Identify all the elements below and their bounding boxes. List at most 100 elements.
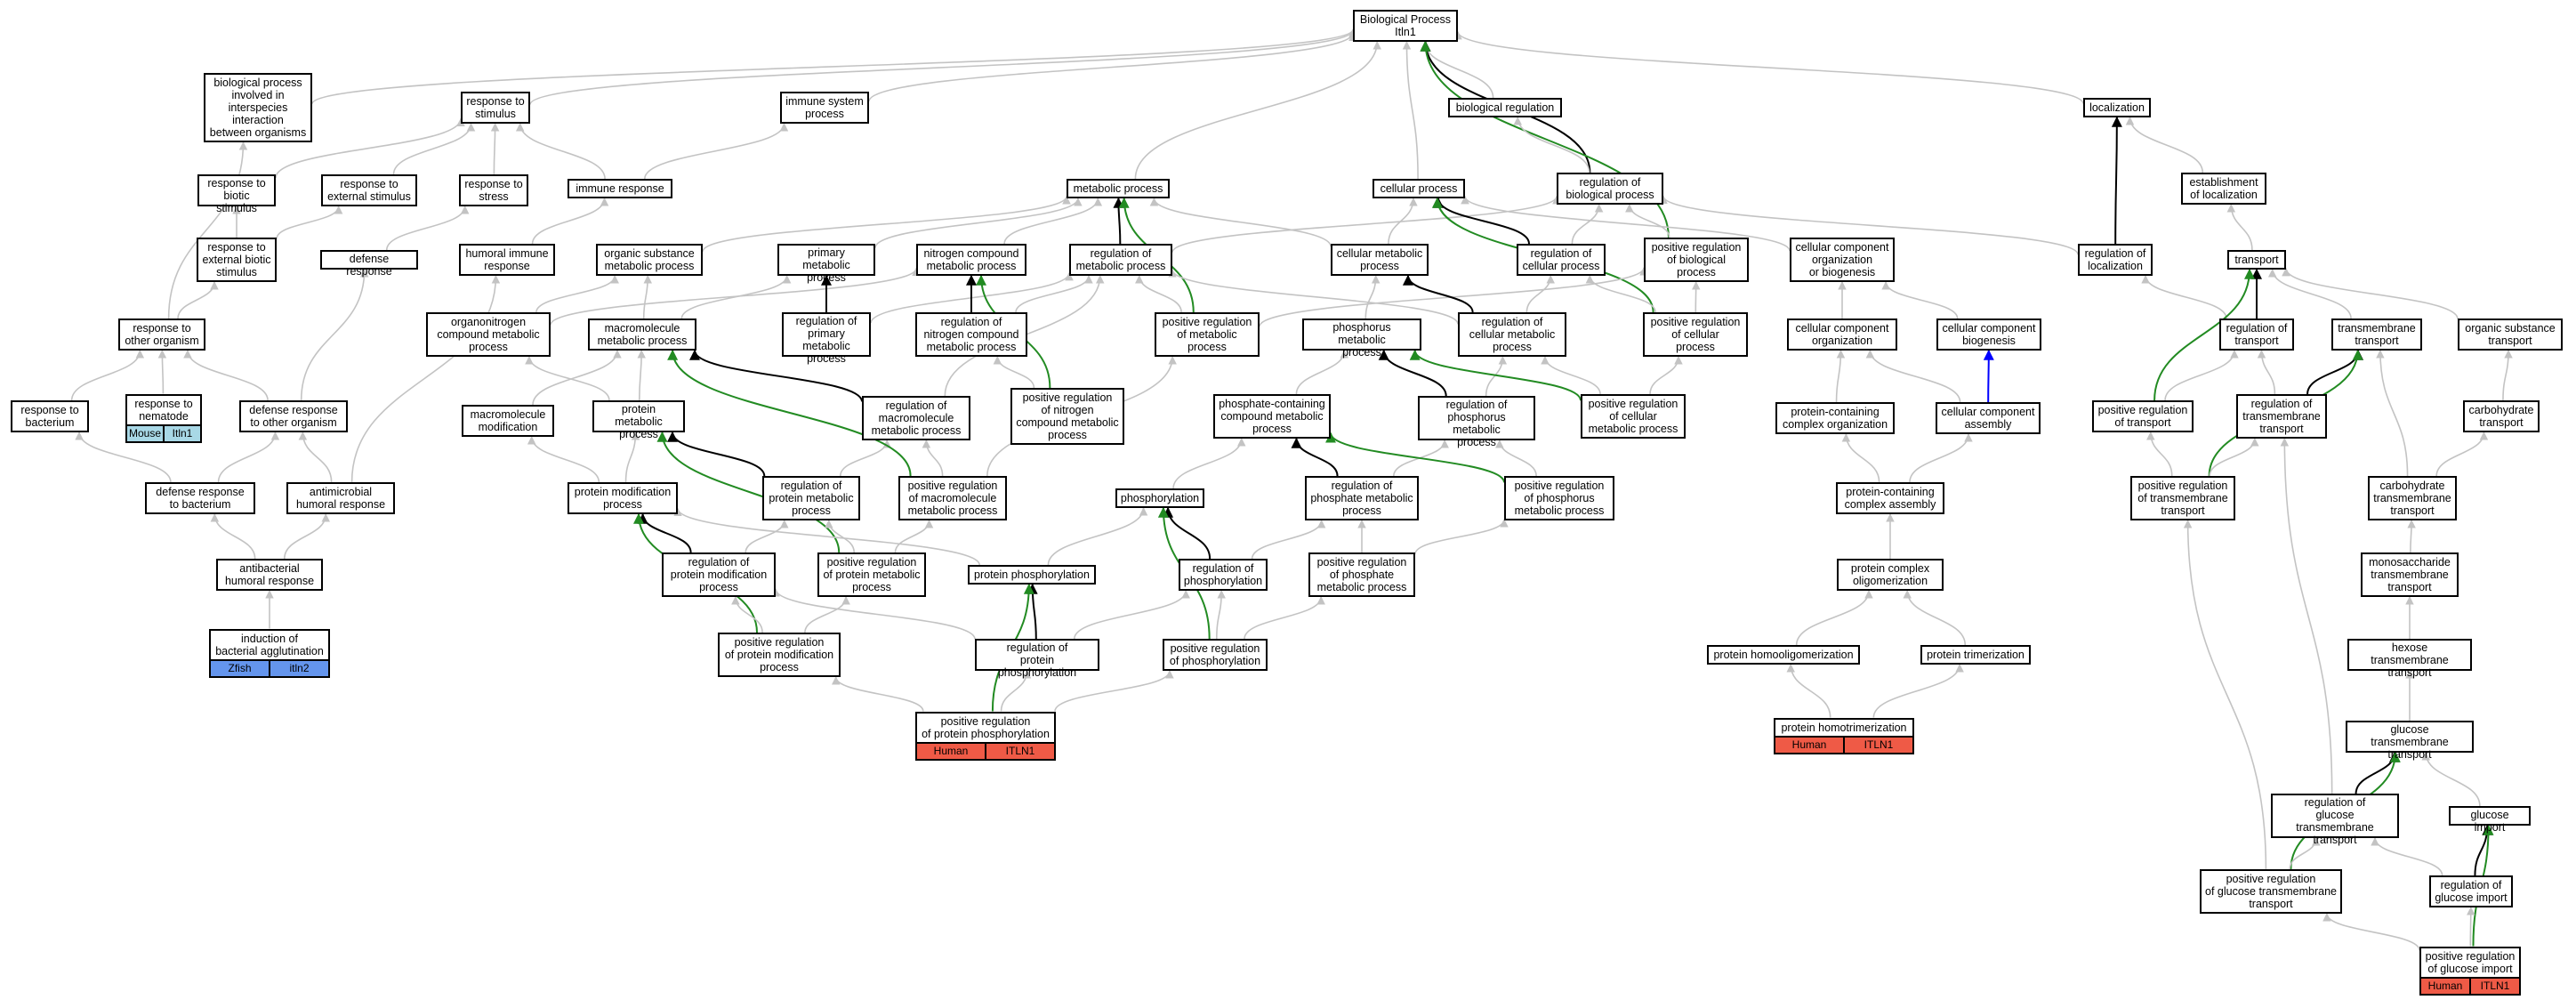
go-term-node-rbs[interactable]: response to biotic stimulus	[197, 174, 276, 214]
go-term-node-bpio[interactable]: biological process involved in interspec…	[204, 73, 312, 142]
go-term-node-chtmt[interactable]: carbohydrate transmembrane transport	[2368, 476, 2457, 520]
go-term-label: positive regulation of phosphate metabol…	[1316, 556, 1407, 593]
go-term-node-rtmt[interactable]: regulation of transmembrane transport	[2236, 394, 2327, 439]
go-term-label: cellular metabolic process	[1336, 247, 1423, 272]
go-term-node-cht[interactable]: carbohydrate transport	[2463, 400, 2540, 432]
go-term-node-mm[interactable]: macromolecule modification	[462, 405, 554, 437]
go-term-node-dr[interactable]: defense response	[320, 250, 418, 278]
go-term-node-pco[interactable]: protein complex oligomerization	[1837, 559, 1944, 591]
go-term-node-eol[interactable]: establishment of localization	[2181, 173, 2266, 205]
go-term-node-rtb[interactable]: response to bacterium	[11, 400, 89, 432]
go-term-node-rbp[interactable]: regulation of biological process	[1557, 173, 1663, 205]
go-term-node-ptrim[interactable]: protein trimerization	[1920, 645, 2031, 665]
edge-prphosmp-to-prphmp	[1414, 519, 1509, 555]
go-term-node-rebs[interactable]: response to external biotic stimulus	[197, 238, 277, 282]
go-term-node-gimp[interactable]: glucose import	[2449, 806, 2531, 834]
go-term-node-pccmp[interactable]: phosphate-containing compound metabolic …	[1213, 394, 1331, 439]
go-term-node-prgtmt[interactable]: positive regulation of glucose transmemb…	[2200, 869, 2342, 914]
go-term-node-rprotmp[interactable]: regulation of protein metabolic process	[762, 476, 860, 520]
go-term-node-phmp[interactable]: phosphorus metabolic process	[1302, 319, 1421, 359]
go-term-node-prncmp[interactable]: positive regulation of nitrogen compound…	[1010, 388, 1124, 445]
go-term-node-rphos[interactable]: regulation of phosphorylation	[1179, 559, 1268, 591]
go-term-node-hir[interactable]: humoral immune response	[459, 244, 555, 276]
go-term-node-tmt[interactable]: transmembrane transport	[2331, 319, 2422, 351]
go-term-node-prtmt[interactable]: positive regulation of transmembrane tra…	[2130, 476, 2235, 520]
go-term-label: response to external biotic stimulus	[202, 241, 271, 278]
go-term-node-hextmt[interactable]: hexose transmembrane transport	[2347, 639, 2472, 679]
go-term-node-prcmp[interactable]: positive regulation of cellular metaboli…	[1581, 394, 1686, 439]
go-term-node-cca[interactable]: cellular component assembly	[1936, 402, 2041, 434]
go-term-node-rmp[interactable]: regulation of metabolic process	[1069, 244, 1172, 276]
go-term-node-protmp[interactable]: protein metabolic process	[592, 400, 685, 440]
edge-abhr-to-amhr	[283, 513, 331, 560]
go-term-node-rgimp[interactable]: regulation of glucose import	[2429, 875, 2513, 907]
go-term-node-pmodp[interactable]: protein modification process	[568, 482, 678, 514]
go-term-node-breg[interactable]: biological regulation	[1448, 98, 1562, 117]
go-term-node-rtrans[interactable]: regulation of transport	[2219, 319, 2294, 351]
go-term-node-ccob[interactable]: cellular component organization or bioge…	[1790, 238, 1895, 282]
go-term-node-cp[interactable]: cellular process	[1373, 179, 1465, 198]
go-term-node-rloc[interactable]: regulation of localization	[2078, 244, 2153, 276]
edge-prpmodp-to-prprotmp	[804, 596, 850, 633]
go-term-node-mstmt[interactable]: monosaccharide transmembrane transport	[2361, 552, 2459, 597]
go-term-node-rphosmp[interactable]: regulation of phosphate metabolic proces…	[1305, 476, 1419, 520]
species-gene-tag: Mouse	[127, 425, 163, 441]
go-term-node-prmp[interactable]: positive regulation of metabolic process	[1155, 312, 1260, 357]
go-term-node-pcco[interactable]: protein-containing complex organization	[1775, 402, 1895, 434]
go-term-node-drtoo[interactable]: defense response to other organism	[239, 400, 348, 432]
go-term-node-bp[interactable]: Biological Process Itln1	[1353, 10, 1458, 42]
go-term-node-ccb[interactable]: cellular component biogenesis	[1936, 319, 2041, 351]
go-term-node-prprotmp[interactable]: positive regulation of protein metabolic…	[817, 552, 926, 597]
go-term-node-prphmp[interactable]: positive regulation of phosphorus metabo…	[1504, 476, 1614, 520]
go-term-node-rpmodp[interactable]: regulation of protein modification proce…	[662, 552, 776, 597]
go-term-node-amhr[interactable]: antimicrobial humoral response	[286, 482, 395, 514]
go-term-node-prphosmp[interactable]: positive regulation of phosphate metabol…	[1308, 552, 1415, 597]
go-term-node-isp[interactable]: immune system process	[780, 92, 869, 124]
go-term-node-osmp[interactable]: organic substance metabolic process	[596, 244, 703, 276]
go-term-node-rtoo[interactable]: response to other organism	[118, 319, 205, 351]
go-term-node-drtb[interactable]: defense response to bacterium	[145, 482, 255, 514]
go-term-node-cco[interactable]: cellular component organization	[1787, 319, 1897, 351]
go-term-node-abhr[interactable]: antibacterial humoral response	[216, 559, 323, 591]
go-term-node-loc[interactable]: localization	[2083, 98, 2151, 117]
go-term-node-pcca[interactable]: protein-containing complex assembly	[1836, 482, 1944, 514]
go-term-node-oncmp[interactable]: organonitrogen compound metabolic proces…	[426, 312, 551, 357]
go-term-node-ncmp[interactable]: nitrogen compound metabolic process	[916, 244, 1026, 276]
go-term-node-prbp[interactable]: positive regulation of biological proces…	[1644, 238, 1749, 282]
go-term-node-prphos[interactable]: positive regulation of phosphorylation	[1163, 639, 1268, 671]
go-term-node-rmacmp[interactable]: regulation of macromolecule metabolic pr…	[862, 396, 970, 440]
go-term-node-prmacmp[interactable]: positive regulation of macromolecule met…	[898, 476, 1007, 520]
go-term-node-rpmp[interactable]: regulation of primary metabolic process	[782, 312, 871, 365]
go-term-node-prcp[interactable]: positive regulation of cellular process	[1643, 312, 1748, 357]
go-term-node-phomo[interactable]: protein homooligomerization	[1707, 645, 1860, 665]
go-term-label: protein homotrimerization	[1781, 721, 1907, 734]
go-term-node-ir[interactable]: immune response	[568, 179, 672, 198]
go-term-node-mp[interactable]: metabolic process	[1067, 179, 1170, 198]
go-term-node-rgtmt[interactable]: regulation of glucose transmembrane tran…	[2271, 794, 2399, 846]
go-term-node-res[interactable]: response to external stimulus	[321, 174, 417, 206]
go-term-node-rcmp[interactable]: regulation of cellular metabolic process	[1458, 312, 1566, 357]
go-term-node-ost[interactable]: organic substance transport	[2458, 319, 2563, 351]
go-term-node-rpphos[interactable]: regulation of protein phosphorylation	[975, 639, 1099, 679]
go-term-node-pmp[interactable]: primary metabolic process	[777, 244, 875, 284]
go-term-node-phos[interactable]: phosphorylation	[1115, 488, 1204, 508]
go-term-node-macmp[interactable]: macromolecule metabolic process	[588, 319, 696, 351]
go-term-node-prpmodp[interactable]: positive regulation of protein modificat…	[718, 633, 841, 677]
go-term-node-rcp[interactable]: regulation of cellular process	[1517, 244, 1606, 276]
go-term-node-rncmp[interactable]: regulation of nitrogen compound metaboli…	[915, 312, 1027, 357]
go-term-node-transport[interactable]: transport	[2227, 250, 2286, 270]
go-term-node-pphos[interactable]: protein phosphorylation	[968, 565, 1096, 585]
go-term-node-prtrans[interactable]: positive regulation of transport	[2092, 400, 2194, 432]
go-term-node-rstress[interactable]: response to stress	[459, 174, 528, 206]
go-term-node-cmp[interactable]: cellular metabolic process	[1331, 244, 1429, 276]
go-term-node-rts[interactable]: response to stimulus	[461, 92, 530, 124]
go-term-label: positive regulation of protein metabolic…	[823, 556, 921, 593]
go-term-node-prpphos[interactable]: positive regulation of protein phosphory…	[915, 711, 1056, 761]
go-term-node-gtmt[interactable]: glucose transmembrane transport	[2346, 721, 2474, 761]
go-term-label: primary metabolic process	[802, 246, 850, 284]
go-term-node-rphmp[interactable]: regulation of phosphorus metabolic proce…	[1418, 396, 1535, 448]
